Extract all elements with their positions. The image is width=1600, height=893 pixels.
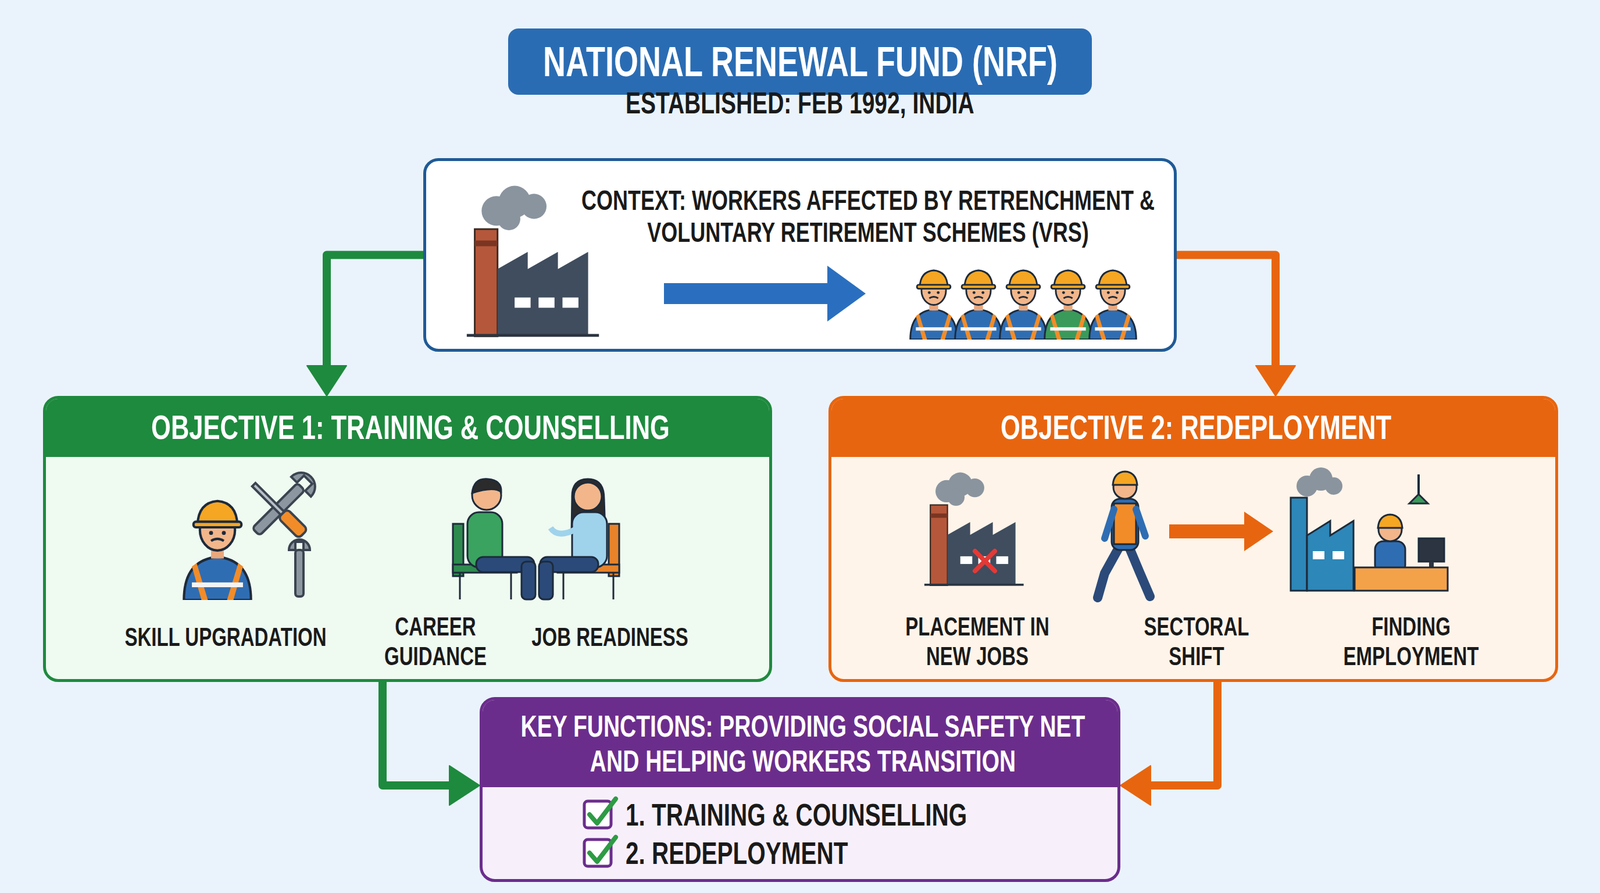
worker-group-icon-part (955, 270, 1003, 340)
tools-icon-part-part (295, 550, 304, 597)
tools-icon-part-part (291, 466, 321, 497)
new-workplace-icon (1290, 467, 1448, 591)
context-text: CONTEXT: WORKERS AFFECTED BY RETRENCHMEN… (565, 184, 1171, 249)
counselling-icon-part (562, 572, 565, 600)
new-workplace-icon-part-part (1325, 477, 1343, 495)
tools-icon-part (245, 466, 321, 542)
counselling-icon-part (538, 561, 553, 600)
activity-label: SECTORAL SHIFT (1129, 612, 1264, 671)
new-workplace-icon-part (1377, 514, 1403, 528)
new-workplace-icon-part (1354, 567, 1448, 591)
arrowhead (1120, 765, 1151, 806)
counselling-icon-part (612, 572, 615, 600)
arrowhead (1255, 365, 1296, 396)
checkbox-icon (584, 798, 616, 828)
objective-heading: OBJECTIVE 2: REDEPLOYMENT (847, 408, 1545, 448)
new-workplace-icon-part (1332, 551, 1345, 560)
activity-label: PLACEMENT IN NEW JOBS (881, 612, 1074, 671)
skilled-worker-icon (183, 501, 251, 600)
new-workplace-icon-part (1306, 520, 1354, 591)
shift-arrow-icon (1169, 511, 1274, 552)
new-workplace-icon-part (1312, 551, 1325, 560)
closed-factory-icon-part (975, 551, 995, 571)
activity-label: CAREER GUIDANCE (371, 612, 500, 671)
key-functions-heading: KEY FUNCTIONS: PROVIDING SOCIAL SAFETY N… (497, 709, 1109, 780)
walking-worker-icon-part (1097, 547, 1120, 598)
closed-factory-icon (924, 472, 1024, 587)
counselling-icon-part (521, 561, 536, 600)
arrowhead (449, 765, 480, 806)
connector-line (1150, 681, 1218, 786)
objective-box: OBJECTIVE 2: REDEPLOYMENT PLACEMENT IN NE… (828, 395, 1559, 682)
new-workplace-icon-part (1296, 467, 1343, 497)
new-workplace-icon-part (1418, 538, 1445, 562)
flow-connector (1120, 681, 1218, 806)
flow-arrow-icon (663, 265, 866, 322)
flow-connector (1176, 255, 1296, 397)
counselling-icon-part (459, 572, 462, 600)
new-workplace-icon-part (1290, 497, 1307, 591)
key-functions-box: KEY FUNCTIONS: PROVIDING SOCIAL SAFETY N… (479, 697, 1121, 882)
connector-line (382, 681, 450, 786)
checkbox-icon (584, 837, 616, 867)
established-note: ESTABLISHED: FEB 1992, INDIA (625, 86, 975, 121)
activity-label: SKILL UPGRADATION (109, 622, 342, 653)
new-workplace-icon-part (1409, 494, 1428, 504)
closed-factory-icon-part (924, 472, 1024, 587)
tools-icon-part-part (288, 539, 310, 550)
counselling-icon-part (550, 527, 575, 534)
walking-worker-icon-part (1136, 509, 1146, 537)
tools-icon-part (288, 539, 310, 597)
objective-box: OBJECTIVE 1: TRAINING & COUNSELLING SKILL… (43, 395, 773, 682)
arrowhead (306, 365, 347, 396)
walking-worker-icon-part (1104, 509, 1114, 539)
checkbox-icon-part (589, 798, 616, 824)
worker-group-icon-part (1089, 270, 1137, 340)
tools-icon (245, 466, 321, 597)
tools-icon-part (249, 480, 308, 539)
counselling-icon-part (573, 482, 602, 511)
checkbox-icon-part (589, 837, 616, 862)
objective-heading: OBJECTIVE 1: TRAINING & COUNSELLING (61, 408, 760, 448)
counselling-icon (452, 479, 620, 600)
activity-label: FINDING EMPLOYMENT (1323, 612, 1499, 671)
tools-icon-part-part (277, 508, 308, 539)
worker-group-icon (910, 270, 1137, 340)
checklist-item: 2. REDEPLOYMENT (625, 834, 1103, 871)
activity-label: JOB READINESS (513, 622, 706, 653)
counselling-icon-part (472, 479, 502, 494)
title-banner: NATIONAL RENEWAL FUND (NRF) (508, 28, 1093, 95)
tools-icon-part-part (252, 483, 285, 516)
context-box: CONTEXT: WORKERS AFFECTED BY RETRENCHMEN… (423, 158, 1177, 352)
title-text: NATIONAL RENEWAL FUND (NRF) (543, 28, 1058, 95)
walking-worker-icon-part (1129, 547, 1150, 597)
counselling-icon-part (510, 572, 513, 600)
connector-line (326, 255, 424, 367)
walking-worker-icon-part (1112, 471, 1138, 485)
connector-line (1176, 255, 1276, 367)
walking-worker-icon (1097, 471, 1150, 598)
checklist-item: 1. TRAINING & COUNSELLING (625, 796, 1103, 833)
worker-group-icon-part (910, 270, 958, 340)
worker-group-icon-part (1044, 270, 1092, 340)
worker-group-icon-part (1000, 270, 1048, 340)
flow-connector (382, 681, 480, 806)
flow-connector (306, 255, 424, 397)
factory-icon (466, 186, 599, 338)
